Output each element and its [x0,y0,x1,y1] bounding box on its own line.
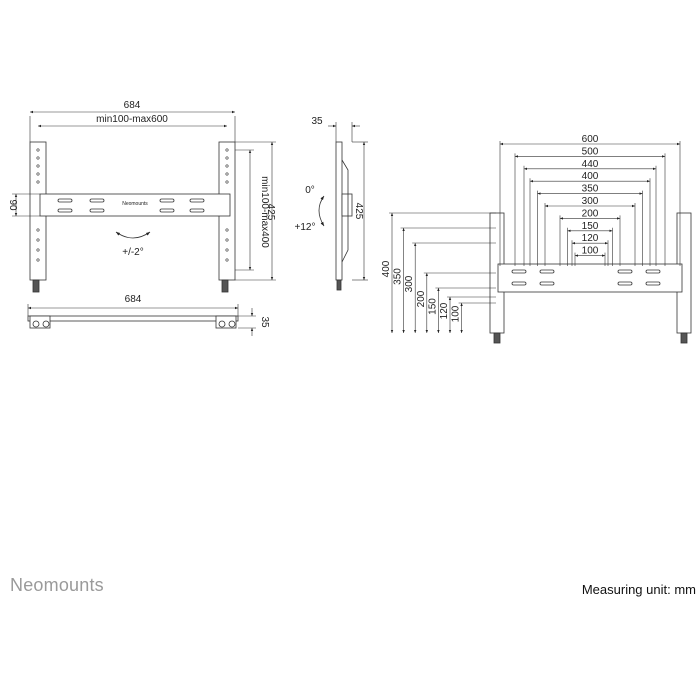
vesa-width-dim: 200 [559,208,621,266]
vesa-height-dim: 100 [451,302,496,333]
vesa-width-dim: 150 [567,221,613,266]
vesa-width-label: 150 [582,221,599,232]
front-vesa-width-label: min100-max600 [96,114,168,125]
vesa-width-dim: 350 [537,184,643,266]
front-dimensions: 684 min100-max600 min100-max400 425 90 N… [7,100,276,281]
top-rail [27,315,239,322]
top-dimensions: 684 35 [27,294,270,336]
top-depth-label: 35 [259,316,270,328]
measuring-unit: Measuring unit: mm [581,582,696,597]
vesa-height-dim: 300 [404,242,496,333]
side-height-label: 425 [353,203,364,220]
vesa-width-label: 500 [582,146,599,157]
tilt-max-label: +12° [295,222,316,233]
vesa-width-label: 600 [582,134,599,145]
vesa-width-label: 300 [582,196,599,207]
vesa-right-lock [680,332,688,344]
top-width-label: 684 [125,294,142,305]
front-swivel-arc [115,231,151,239]
vesa-rail-slots [511,269,661,286]
vesa-height-label: 400 [381,260,392,277]
vesa-width-dim: 440 [523,159,657,266]
front-rail-height-label: 90 [7,199,18,211]
vesa-width-dim: 500 [514,146,666,266]
side-tilt-arc [318,195,325,227]
side-dimensions: 35 425 0° +12° [295,116,368,281]
vesa-width-label: 350 [582,184,599,195]
vesa-height-dim: 200 [416,272,496,333]
vesa-height-dim: 150 [427,287,496,333]
front-width-label: 684 [124,100,141,111]
vesa-width-label: 120 [582,233,599,244]
rail-logo: Neomounts [122,201,148,207]
vesa-height-dim: 350 [393,227,496,333]
vesa-height-label: 100 [451,305,462,322]
vesa-width-label: 400 [582,171,599,182]
top-view [27,315,239,329]
vesa-width-label: 100 [582,246,599,257]
front-vesa-height-label: min100-max400 [259,176,270,248]
vesa-rail [497,263,683,293]
vesa-width-dim: 400 [529,171,651,266]
front-height-label: 425 [265,204,276,221]
side-bracket [341,193,353,217]
vesa-height-dim: 400 [381,212,496,333]
vesa-height-label: 300 [404,275,415,292]
front-right-lock [221,279,229,293]
vesa-width-dim: 300 [544,196,636,266]
vesa-width-dim: 120 [571,233,609,266]
side-wall-plate [335,141,343,281]
vesa-left-lock [493,332,501,344]
side-lock [336,279,342,291]
vesa-height-label: 120 [439,302,450,319]
vesa-width-label: 200 [582,208,599,219]
vesa-width-dim: 600 [499,134,681,266]
front-rail-slots [57,198,205,213]
front-rail [39,193,231,217]
vesa-width-dim: 100 [574,246,606,266]
front-left-lock [32,279,40,293]
front-swivel-label: +/-2° [122,247,144,258]
brand-logo: Neomounts [10,575,104,595]
side-depth-label: 35 [311,116,323,127]
front-view [29,141,236,293]
tilt-min-label: 0° [305,185,315,196]
vesa-height-label: 350 [393,268,404,285]
vesa-height-dim: 120 [439,296,496,333]
side-tilt-arm [341,159,349,263]
vesa-height-label: 200 [416,290,427,307]
vesa-height-label: 150 [427,298,438,315]
vesa-width-label: 440 [582,159,599,170]
front-upright-holes [36,148,229,262]
side-view [318,141,353,291]
